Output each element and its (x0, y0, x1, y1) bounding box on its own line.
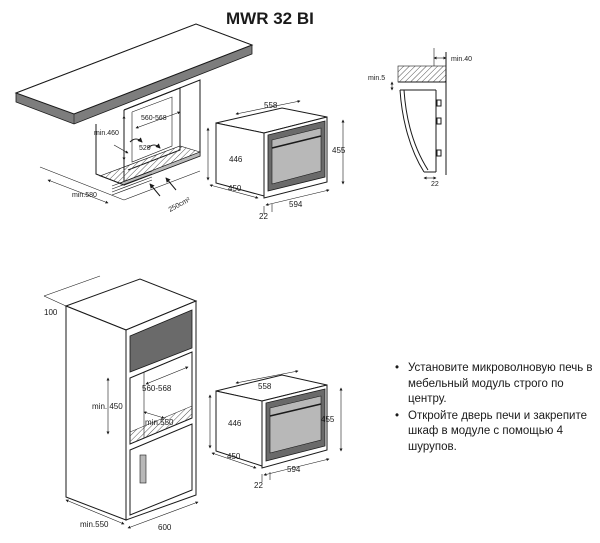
cabinet-width-range-label: 560-568 (141, 115, 167, 122)
column-cabinet-drawing: 100 560-568 min. 450 min.550 min.550 600 (43, 275, 199, 532)
instruction-list: Установите микроволновую печь в мебельны… (395, 361, 595, 456)
instruction-item: Установите микроволновую печь в мебельны… (395, 361, 595, 408)
oven2-width-label: 594 (287, 465, 301, 474)
column-top-label: 100 (44, 308, 58, 317)
vent-area-label: 250cm² (168, 196, 192, 213)
oven2-side-depth-label: 450 (227, 452, 241, 461)
side-top-gap-label: min.40 (451, 56, 472, 63)
oven-total-height-label: 455 (332, 146, 346, 155)
column-depth-label: min.550 (145, 418, 174, 427)
column-width-range-label: 560-568 (142, 384, 172, 393)
column-min-height-label: min. 450 (92, 402, 123, 411)
oven-side-depth-label: 450 (228, 184, 242, 193)
bottom-oven-drawing: 558 446 450 455 594 22 (208, 370, 343, 490)
side-bottom-label: 22 (431, 181, 439, 188)
oven2-top-depth-label: 558 (258, 382, 272, 391)
vent-grille (111, 170, 153, 196)
column-base-depth-label: min.550 (80, 520, 109, 529)
side-section-drawing: min.40 min.5 22 (368, 48, 472, 188)
oven-width-label: 594 (289, 200, 303, 209)
cabinet-depth-label: 520 (139, 145, 151, 152)
page-title: MWR 32 BI (226, 9, 314, 28)
cabinet-min-depth-label: min.580 (72, 192, 97, 199)
oven2-front-height-label: 446 (228, 419, 242, 428)
column-base-width-label: 600 (158, 523, 172, 532)
oven-front-depth-label: 22 (259, 212, 268, 221)
oven2-front-depth-label: 22 (254, 481, 263, 490)
undercounter-cabinet-drawing: 560-568 min.460 520 min.580 250cm² (14, 23, 254, 214)
top-oven-drawing: 558 446 450 455 594 22 (206, 100, 346, 221)
oven2-total-height-label: 455 (321, 415, 335, 424)
instruction-item: Откройте дверь печи и закрепите шкаф в м… (395, 409, 595, 456)
oven-front-height-label: 446 (229, 155, 243, 164)
oven-top-depth-label: 558 (264, 101, 278, 110)
cabinet-min-height-label: min.460 (94, 130, 119, 137)
side-gap-label: min.5 (368, 75, 385, 82)
